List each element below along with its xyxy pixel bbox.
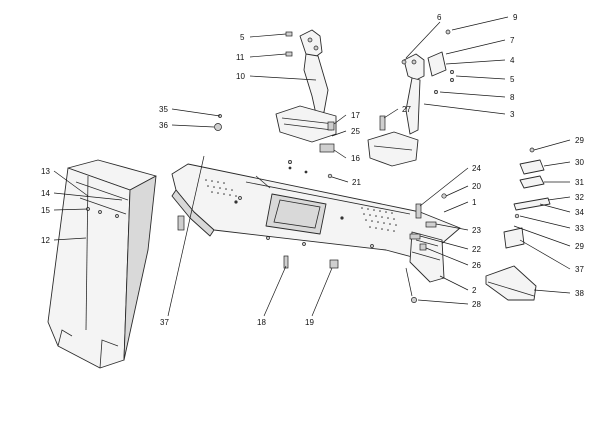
- right-pedal-assembly-part-3: [367, 51, 447, 167]
- callout-13: 13: [41, 167, 50, 176]
- callout-38: 38: [575, 289, 584, 298]
- channel-cover-part-12: [47, 159, 157, 369]
- callout-34: 34: [575, 208, 584, 217]
- callout-35: 35: [159, 105, 168, 114]
- callout-10: 10: [236, 72, 245, 81]
- callout-29: 29: [575, 242, 584, 251]
- callout-2: 2: [472, 286, 477, 295]
- callout-22: 22: [472, 245, 481, 254]
- callout-27: 27: [402, 105, 411, 114]
- cover-plate-part-38: [485, 265, 537, 301]
- vent-grille-left: [205, 179, 237, 197]
- callout-11: 11: [236, 53, 245, 62]
- callout-21: 21: [352, 178, 361, 187]
- callout-17: 17: [351, 111, 360, 120]
- callout-31: 31: [575, 178, 584, 187]
- callout-23: 23: [472, 226, 481, 235]
- callout-26: 26: [472, 261, 481, 270]
- floor-plate-part-1: [171, 163, 461, 259]
- callout-20: 20: [472, 182, 481, 191]
- callout-28: 28: [472, 300, 481, 309]
- callout-3: 3: [510, 110, 515, 119]
- callout-19: 19: [305, 318, 314, 327]
- callout-4: 4: [510, 56, 515, 65]
- callout-labels: 9674583511103536172725162930313234332937…: [41, 13, 584, 327]
- callout-12: 12: [41, 236, 50, 245]
- callout-37: 37: [575, 265, 584, 274]
- left-pedal-assembly-part-10: [275, 29, 337, 143]
- callout-24: 24: [472, 164, 481, 173]
- callout-5: 5: [510, 75, 515, 84]
- callout-9: 9: [513, 13, 518, 22]
- loose-hardware: [177, 29, 454, 303]
- callout-7: 7: [510, 36, 515, 45]
- side-bracket-part-2: [409, 231, 445, 283]
- vent-grille-right: [361, 207, 397, 232]
- callout-33: 33: [575, 224, 584, 233]
- callout-36: 36: [159, 121, 168, 130]
- callout-14: 14: [41, 189, 50, 198]
- callout-29: 29: [575, 136, 584, 145]
- leader-lines: [53, 16, 571, 317]
- callout-25: 25: [351, 127, 360, 136]
- callout-8: 8: [510, 93, 515, 102]
- callout-15: 15: [41, 206, 50, 215]
- callout-6: 6: [437, 13, 442, 22]
- callout-32: 32: [575, 193, 584, 202]
- linkage-stack-part-30-34: [503, 147, 551, 249]
- callout-5: 5: [240, 33, 245, 42]
- callout-30: 30: [575, 158, 584, 167]
- callout-16: 16: [351, 154, 360, 163]
- callout-37: 37: [160, 318, 169, 327]
- callout-18: 18: [257, 318, 266, 327]
- callout-1: 1: [472, 198, 477, 207]
